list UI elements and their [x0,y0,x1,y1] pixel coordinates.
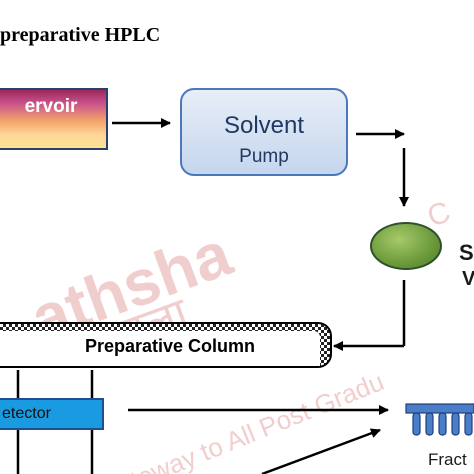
arrow-waste-up [261,428,381,474]
reservoir-label: ervoir [24,96,78,117]
sample-injector [370,222,442,270]
detector-label: etector [2,405,51,422]
detector: etector [0,398,104,430]
injector-label-partial-2: V [462,268,474,290]
fraction-collector-icon [405,403,474,436]
solvent-reservoir: ervoir [0,88,108,150]
diagram-title: preparative HPLC [0,24,161,46]
injector-label-partial-1: S [459,240,474,265]
solvent-pump: Solvent Pump [180,88,348,176]
preparative-column: Preparative Column [0,322,332,368]
pump-label-line2: Pump [239,146,289,167]
column-inner [0,331,320,366]
fraction-collector-label: Fract [428,450,467,469]
pump-label-line1: Solvent [223,112,305,139]
column-label: Preparative Column [84,336,256,356]
